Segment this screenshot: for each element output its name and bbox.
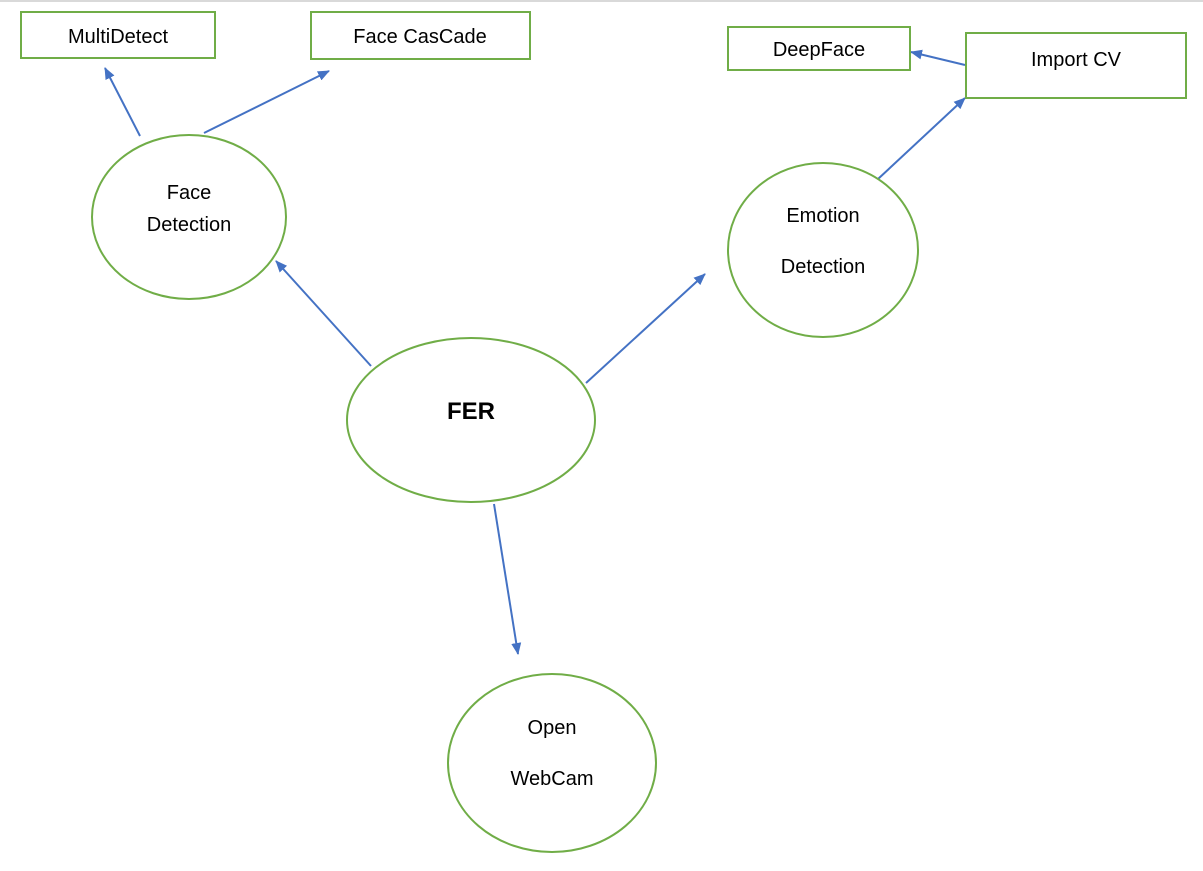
arrow-emotion-detection-to-import-cv — [877, 97, 966, 180]
multidetect-box — [20, 11, 216, 59]
deepface-label: DeepFace — [773, 39, 865, 61]
arrow-fer-to-open-webcam — [493, 503, 522, 655]
node-open-webcam: Open WebCam — [447, 673, 657, 853]
face-detection-ellipse — [91, 134, 287, 300]
node-emotion-detection: Emotion Detection — [727, 162, 919, 338]
face-cascade-box — [310, 11, 531, 60]
face-detection-label-line1: Face — [167, 182, 211, 204]
open-webcam-label-line2: WebCam — [511, 768, 594, 790]
node-fer: FER — [346, 337, 596, 503]
arrow-fer-to-face-detection — [275, 260, 372, 367]
node-multidetect: MultiDetect — [20, 11, 216, 59]
emotion-detection-label-line2: Detection — [781, 256, 866, 278]
node-face-detection: Face Detection — [91, 134, 287, 300]
arrow-face-detection-to-face-cascade — [203, 70, 330, 134]
node-face-cascade: Face CasCade — [310, 11, 531, 60]
face-detection-label-line2: Detection — [147, 214, 232, 236]
open-webcam-label-line1: Open — [528, 717, 577, 739]
emotion-detection-label-line1: Emotion — [786, 205, 859, 227]
emotion-detection-ellipse — [727, 162, 919, 338]
node-deepface: DeepFace — [727, 26, 911, 71]
arrow-import-cv-to-deepface — [910, 49, 966, 66]
open-webcam-ellipse — [447, 673, 657, 853]
arrow-face-detection-to-multidetect — [104, 67, 141, 137]
multidetect-label: MultiDetect — [68, 26, 168, 48]
deepface-box — [727, 26, 911, 71]
arrow-fer-to-emotion-detection — [585, 273, 706, 384]
import-cv-label: Import CV — [1031, 49, 1122, 71]
fer-ellipse — [346, 337, 596, 503]
fer-label: FER — [447, 398, 495, 425]
arrows — [104, 49, 966, 655]
top-border — [0, 0, 1203, 2]
import-cv-box — [965, 32, 1187, 99]
node-import-cv: Import CV — [965, 32, 1187, 99]
face-cascade-label: Face CasCade — [353, 26, 486, 48]
